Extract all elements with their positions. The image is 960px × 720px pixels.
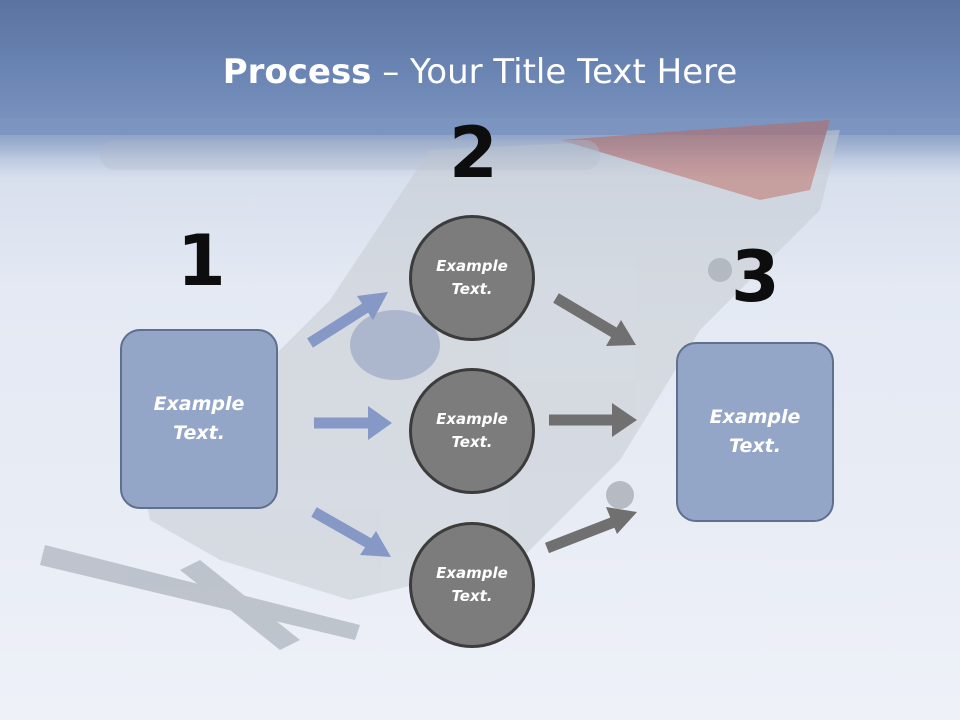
title-rest: – Your Title Text Here (371, 52, 738, 92)
gray-arrow-down (553, 293, 636, 346)
right-text-box: Example Text. (676, 342, 834, 522)
step-number-2: 2 (449, 112, 498, 194)
header-banner (0, 0, 960, 135)
blue-arrow-down (311, 507, 391, 557)
process-circle-top: Example Text. (409, 215, 535, 341)
gray-arrow-up (545, 507, 637, 554)
gray-arrow-straight (549, 403, 637, 437)
blue-arrow-straight (314, 406, 392, 440)
process-circle-middle: Example Text. (409, 368, 535, 494)
left-text-box: Example Text. (120, 329, 278, 509)
step-number-1: 1 (177, 220, 226, 302)
title-bold: Process (222, 52, 372, 92)
step-number-3: 3 (731, 236, 780, 318)
slide-title: Process – Your Title Text Here (0, 52, 960, 92)
blue-arrow-up (307, 292, 388, 348)
process-circle-bottom: Example Text. (409, 522, 535, 648)
